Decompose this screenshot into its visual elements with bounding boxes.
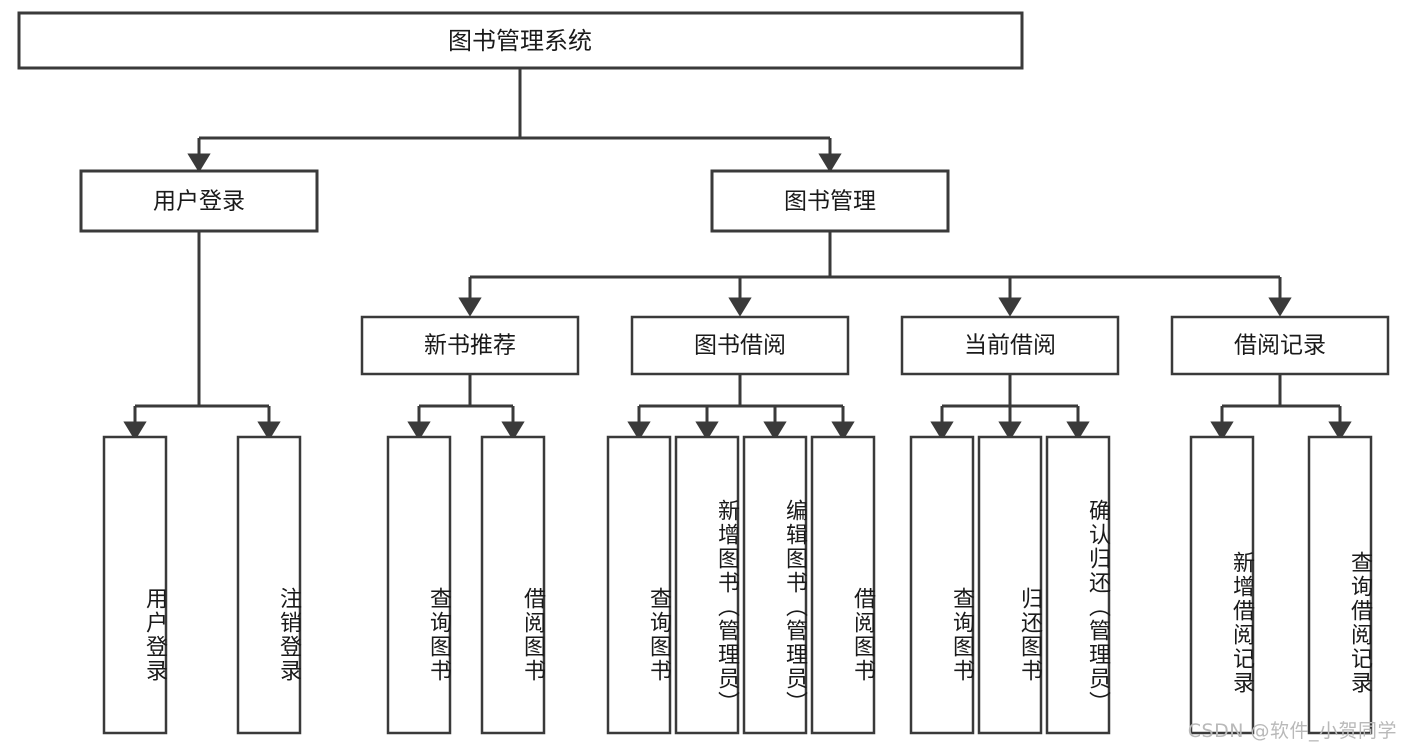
node-new-book-recommend-box (360, 315, 580, 376)
watermark: CSDN @软件_小贺同学 (1187, 720, 1397, 742)
node-current-borrow-label: 当前借阅 (964, 333, 1056, 359)
leaf-box-current-borrow-1[interactable] (977, 435, 1043, 735)
node-borrow-record[interactable]: 借阅记录 (1170, 315, 1390, 376)
connector-borrow-record-to-leaves (1210, 374, 1352, 441)
node-user-login-label: 用户登录 (153, 189, 245, 215)
leaf-box-current-borrow-2[interactable] (1045, 435, 1111, 735)
leaf-box-new-book-1[interactable] (480, 435, 546, 735)
connector-user-login-to-leaves (123, 231, 281, 441)
node-borrow-record-label: 借阅记录 (1234, 333, 1326, 359)
connector-book-management-to-level3 (458, 231, 1292, 317)
node-user-login-box (79, 169, 319, 233)
leaf-box-book-borrow-3[interactable] (810, 435, 876, 735)
connector-new-book-recommend-to-leaves (407, 374, 525, 441)
node-current-borrow-box (900, 315, 1120, 376)
leaf-box-current-borrow-0[interactable] (909, 435, 975, 735)
node-new-book-recommend-label: 新书推荐 (424, 333, 516, 359)
leaf-box-book-borrow-1[interactable] (674, 435, 740, 735)
leaf-box-borrow-record-0[interactable] (1189, 435, 1255, 735)
node-book-borrow-label: 图书借阅 (694, 333, 786, 359)
node-user-login[interactable]: 用户登录 (79, 169, 319, 233)
connector-book-borrow-to-leaves (627, 374, 855, 441)
node-root-box (17, 11, 1024, 70)
node-book-management[interactable]: 图书管理 (710, 169, 950, 233)
leaf-box-book-borrow-2[interactable] (742, 435, 808, 735)
leaf-box-borrow-record-1[interactable] (1307, 435, 1373, 735)
node-root[interactable]: 图书管理系统 (17, 11, 1024, 70)
node-new-book-recommend[interactable]: 新书推荐 (360, 315, 580, 376)
node-book-management-label: 图书管理 (784, 189, 876, 215)
leaf-box-new-book-0[interactable] (386, 435, 452, 735)
leaf-box-user-login-1[interactable] (236, 435, 302, 735)
connector-current-borrow-to-leaves (930, 374, 1090, 441)
node-current-borrow[interactable]: 当前借阅 (900, 315, 1120, 376)
leaf-box-user-login-0[interactable] (102, 435, 168, 735)
node-book-borrow[interactable]: 图书借阅 (630, 315, 850, 376)
node-root-label: 图书管理系统 (448, 27, 592, 55)
connector-root-to-level2 (187, 68, 842, 173)
leaf-box-book-borrow-0[interactable] (606, 435, 672, 735)
